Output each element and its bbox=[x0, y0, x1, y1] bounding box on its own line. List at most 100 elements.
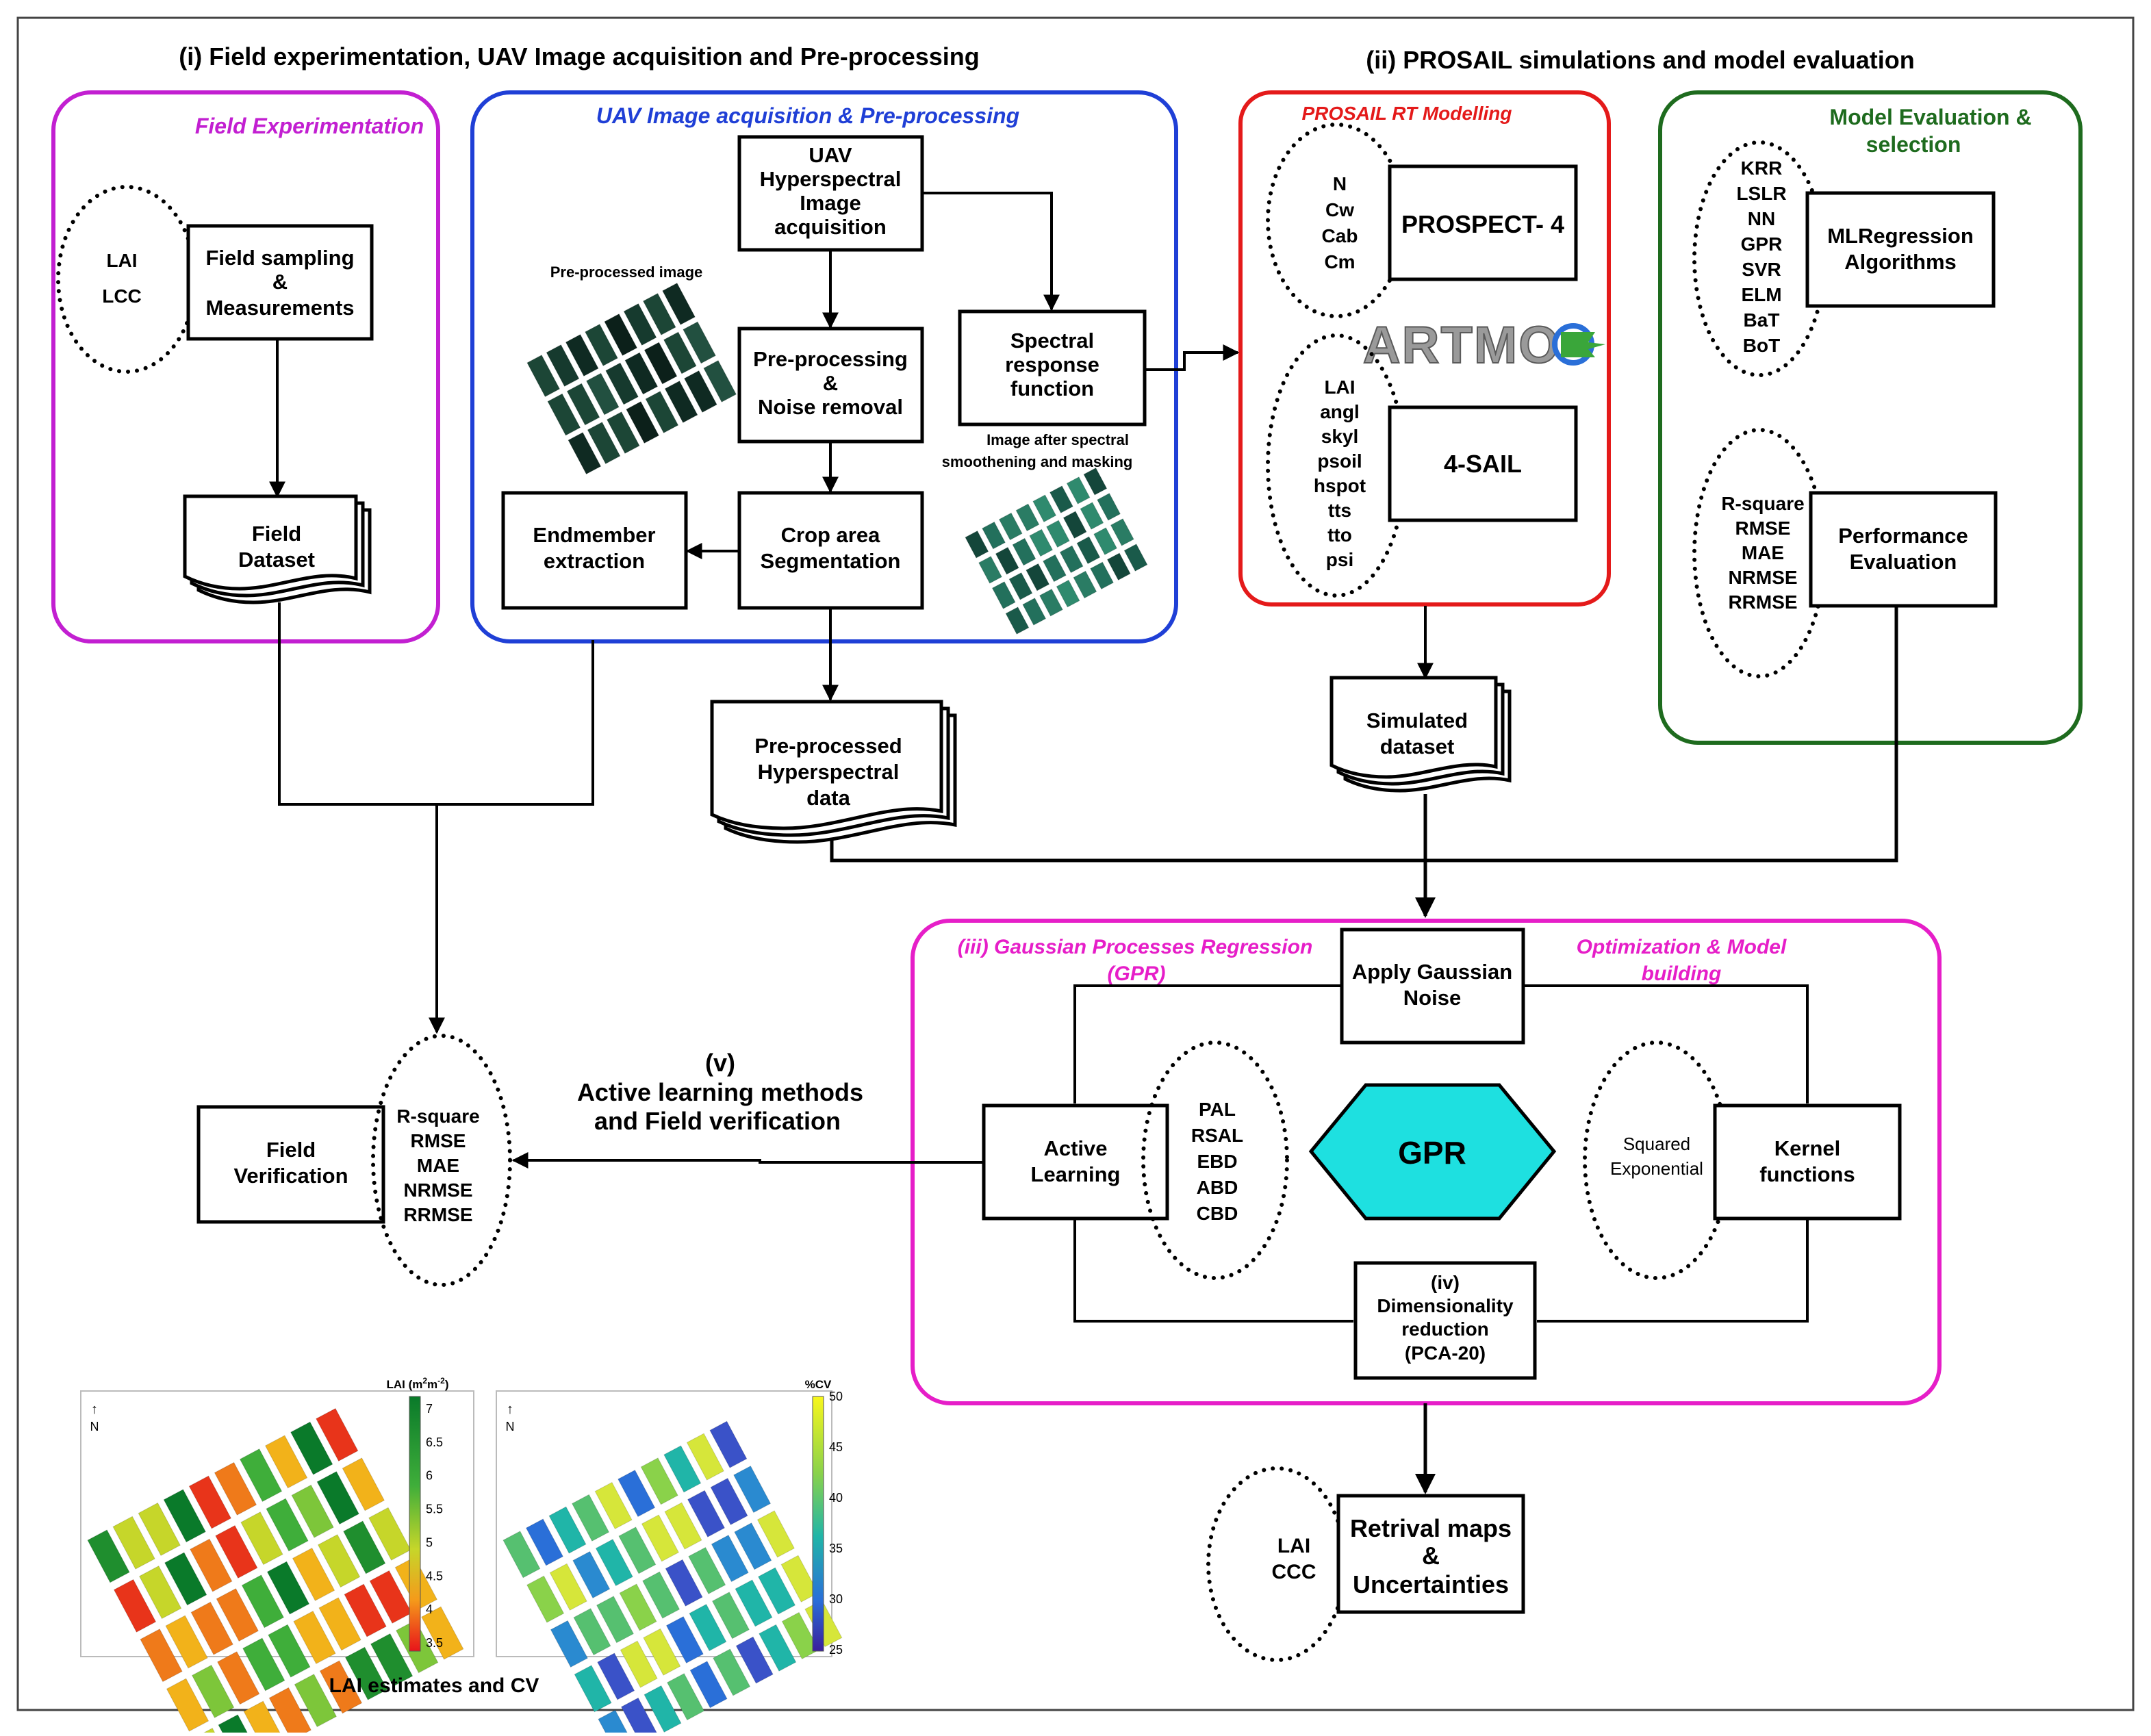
lai-colorbar bbox=[409, 1396, 421, 1652]
spectral-l1: Spectral bbox=[1010, 329, 1094, 353]
masked-image-plot bbox=[1039, 588, 1063, 617]
masked-image-plot bbox=[1123, 544, 1148, 572]
verif-metric-3: MAE bbox=[417, 1155, 459, 1176]
masked-image-plot bbox=[1008, 572, 1033, 600]
ml-algo-5: SVR bbox=[1742, 259, 1781, 280]
dimred-l2: Dimensionality bbox=[1377, 1295, 1514, 1316]
field-verif-l1: Field bbox=[266, 1138, 316, 1162]
lai-map-plot bbox=[165, 1615, 208, 1669]
masked-image-plot bbox=[1022, 598, 1047, 626]
crop-seg-l2: Segmentation bbox=[761, 549, 901, 573]
preprocessed-image-plot bbox=[585, 372, 620, 416]
masked-image-plot bbox=[991, 581, 1016, 609]
lai-map-plot bbox=[317, 1534, 361, 1588]
ml-regression-l2: Algorithms bbox=[1844, 250, 1957, 274]
masked-image-plot bbox=[1093, 527, 1118, 555]
field-var-lcc: LCC bbox=[102, 285, 142, 307]
al-method-1: PAL bbox=[1199, 1099, 1236, 1120]
spectral-l2: response bbox=[1005, 353, 1099, 376]
lai-map-plot bbox=[112, 1516, 155, 1570]
cv-map-plot bbox=[688, 1546, 726, 1595]
lai-map-plot bbox=[215, 1524, 258, 1579]
retrieval-var-ccc: CCC bbox=[1272, 1561, 1316, 1583]
field-section-title: Field Experimentation bbox=[195, 114, 424, 138]
preprocessed-image bbox=[526, 282, 737, 475]
lai-tick-label: 5.5 bbox=[426, 1503, 443, 1516]
gpr-section-title-l1: (iii) Gaussian Processes Regression bbox=[958, 936, 1313, 958]
cv-map-plot bbox=[572, 1550, 611, 1599]
prospect-label: PROSPECT- 4 bbox=[1401, 210, 1564, 238]
preprocessed-image-plot bbox=[568, 432, 602, 475]
masked-image-plot bbox=[1066, 476, 1091, 505]
outer-frame bbox=[16, 16, 2135, 1711]
field-dataset-doc bbox=[183, 494, 372, 604]
lai-map-plot bbox=[291, 1484, 334, 1538]
simulated-l1: Simulated bbox=[1366, 709, 1468, 732]
lai-map-plot bbox=[241, 1574, 285, 1629]
sail-var-5: hspot bbox=[1314, 475, 1366, 496]
masked-image-plot bbox=[1110, 518, 1134, 546]
masked-image-plot bbox=[978, 556, 1003, 584]
gpr-section-title-l2: (GPR) bbox=[1108, 962, 1166, 985]
lai-map-plot bbox=[342, 1457, 385, 1511]
lai-map-plot bbox=[369, 1570, 412, 1624]
masked-image-plot bbox=[1042, 554, 1067, 583]
cv-map-plot bbox=[571, 1494, 610, 1542]
crop-seg-l1: Crop area bbox=[781, 523, 880, 547]
masked-image-plot bbox=[982, 521, 1006, 550]
cv-map-plot bbox=[643, 1628, 681, 1676]
masked-image-plot bbox=[1106, 552, 1131, 581]
cv-map-plot bbox=[711, 1592, 750, 1639]
masked-image-plot bbox=[1083, 467, 1108, 496]
lai-tick-label: 5 bbox=[426, 1535, 433, 1549]
lai-map-plot bbox=[214, 1461, 257, 1516]
field-sampling-l3: Measurements bbox=[205, 296, 354, 320]
lai-map-plot bbox=[216, 1651, 260, 1705]
sail-var-2: angl bbox=[1320, 401, 1360, 422]
field-verification-box bbox=[196, 1105, 385, 1224]
endmember-l2: extraction bbox=[544, 549, 645, 573]
verif-metrics-ellipse bbox=[371, 1034, 512, 1287]
masked-image-plot bbox=[1015, 503, 1040, 532]
preprocessing-box bbox=[737, 327, 924, 444]
lai-map-plot bbox=[294, 1674, 338, 1728]
cv-map-plot bbox=[734, 1522, 772, 1570]
lai-map-plot bbox=[216, 1587, 259, 1642]
simulated-l2: dataset bbox=[1380, 735, 1455, 758]
lai-map-plot bbox=[344, 1646, 388, 1700]
field-sampling-l1: Field sampling bbox=[205, 246, 354, 270]
active-verif-l1: (v) bbox=[705, 1049, 735, 1077]
preproc-data-l1: Pre-processed bbox=[754, 734, 902, 758]
optimization-title-l1: Optimization & Model bbox=[1577, 936, 1787, 958]
cv-map-plot bbox=[549, 1563, 587, 1611]
ml-algo-1: KRR bbox=[1741, 157, 1783, 179]
masked-image-plot bbox=[995, 546, 1019, 575]
lai-map-plot bbox=[113, 1579, 157, 1633]
after-smoothing-l2: smoothening and masking bbox=[942, 453, 1133, 470]
field-var-lai: LAI bbox=[106, 250, 137, 271]
ml-regression-l1: MLRegression bbox=[1827, 224, 1974, 248]
artmo-text: ARTMO bbox=[1363, 316, 1561, 374]
preprocessed-image-plot bbox=[606, 411, 640, 455]
field-sampling-box bbox=[186, 224, 374, 341]
cv-map-plot bbox=[525, 1518, 564, 1566]
cv-map-plot bbox=[596, 1596, 635, 1644]
preproc-data-l3: data bbox=[806, 786, 851, 810]
lai-map-plot bbox=[163, 1489, 207, 1543]
preprocessed-image-plot bbox=[624, 352, 659, 395]
masked-image-plot bbox=[1062, 511, 1087, 539]
lai-map-plot bbox=[344, 1583, 387, 1637]
gaussian-noise-box bbox=[1340, 928, 1525, 1045]
uav-acq-l3: Image bbox=[800, 191, 861, 215]
masked-image-plot bbox=[1073, 570, 1097, 599]
lai-map-plot bbox=[188, 1475, 232, 1529]
cv-map-plot bbox=[620, 1640, 658, 1688]
masked-image-plot bbox=[1080, 502, 1104, 530]
model-eval-section-frame bbox=[1658, 90, 2083, 745]
lai-tick-label: 6 bbox=[426, 1469, 433, 1483]
lai-map-plot bbox=[240, 1511, 283, 1566]
preprocessed-image-plot bbox=[644, 342, 678, 385]
cv-map-plot bbox=[644, 1685, 682, 1733]
